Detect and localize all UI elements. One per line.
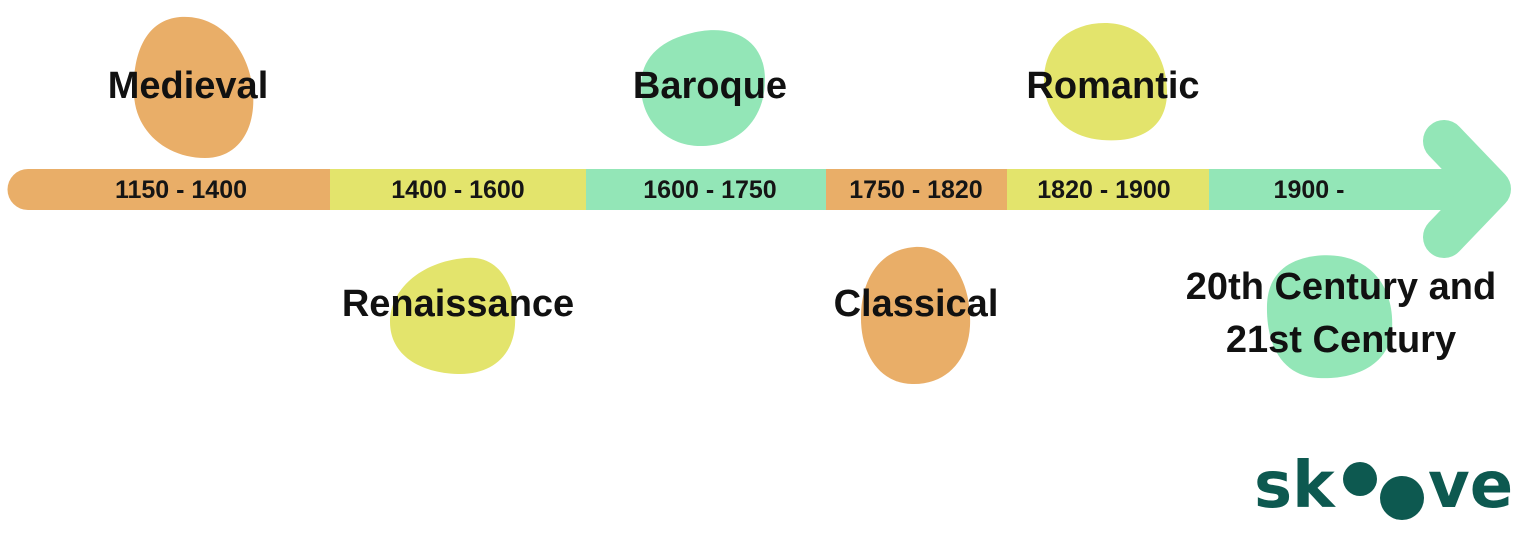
arrow-head [1423, 120, 1511, 258]
date-label-1: 1150 - 1400 [115, 176, 247, 204]
date-label-2: 1400 - 1600 [391, 176, 524, 204]
date-label-4: 1750 - 1820 [849, 176, 982, 204]
era-label-20th-century-line2: 21st Century [1226, 319, 1456, 361]
blob-20th-century [1266, 255, 1393, 379]
logo-dot-lower [1380, 476, 1424, 520]
logo-text-left: sk [1254, 449, 1336, 523]
era-blobs [133, 16, 1393, 385]
blob-romantic [1044, 22, 1168, 141]
era-label-classical: Classical [834, 283, 999, 325]
timeline-bar [7, 120, 1511, 258]
blob-classical [860, 246, 971, 385]
era-label-medieval: Medieval [108, 65, 269, 107]
segment-bar-1 [7, 169, 330, 210]
logo-text-right: ve [1428, 449, 1513, 523]
date-label-3: 1600 - 1750 [643, 176, 776, 204]
segment-bar-6 [1209, 169, 1489, 210]
date-label-6: 1900 - [1274, 176, 1345, 204]
era-label-renaissance: Renaissance [342, 283, 574, 325]
date-labels: 1150 - 1400 1400 - 1600 1600 - 1750 1750… [115, 176, 1344, 204]
segment-bar-5 [1007, 169, 1209, 210]
blob-baroque [641, 30, 765, 147]
era-label-20th-century-line1: 20th Century and [1186, 266, 1496, 308]
segment-bar-4 [826, 169, 1007, 210]
segment-bar-3 [586, 169, 826, 210]
segment-bar-2 [330, 169, 586, 210]
era-label-romantic: Romantic [1026, 65, 1199, 107]
logo-dot-upper [1343, 462, 1377, 496]
era-label-baroque: Baroque [633, 65, 787, 107]
blob-medieval [133, 16, 254, 158]
era-labels: Medieval Baroque Romantic Renaissance Cl… [108, 65, 1496, 361]
blob-renaissance [390, 257, 516, 375]
skoove-logo: sk ve [1254, 449, 1513, 523]
date-label-5: 1820 - 1900 [1037, 176, 1170, 204]
